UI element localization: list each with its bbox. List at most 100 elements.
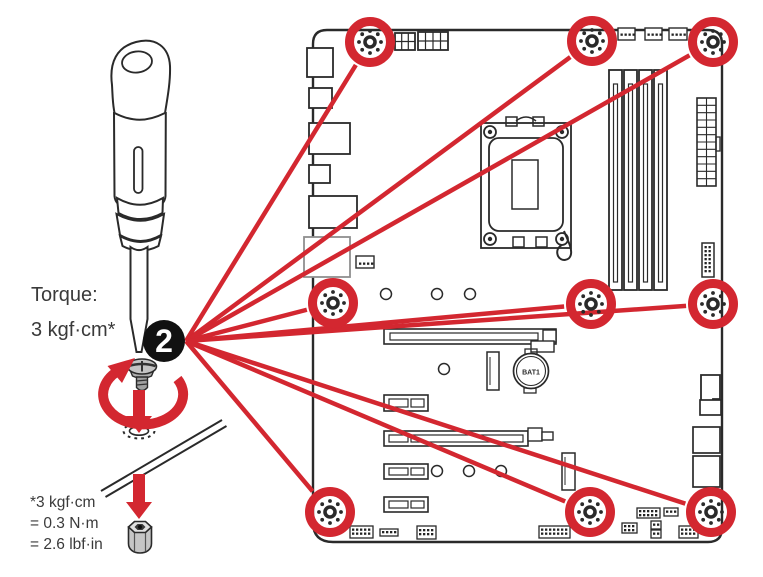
screw-hole-icon — [583, 505, 597, 519]
screw-dot — [335, 517, 340, 522]
pcie-x1-slot-3 — [383, 496, 429, 513]
screw-dot — [716, 502, 721, 507]
footnote-line-1: *3 kgf·cm — [30, 494, 96, 511]
screw-dot — [331, 312, 335, 316]
screw-dot — [360, 47, 365, 52]
screw-hole-icon — [706, 35, 720, 49]
screw-hole-icon — [704, 505, 718, 519]
screw-dot — [588, 521, 592, 525]
screw-dot — [701, 517, 706, 522]
screw-dot — [703, 294, 708, 299]
screw-dot — [342, 301, 346, 305]
screw-dot — [703, 32, 708, 37]
screw-dot — [338, 293, 343, 298]
screw-dot — [718, 47, 723, 52]
screw-dot — [597, 31, 602, 36]
screw-dot — [716, 517, 721, 522]
screw-dot — [582, 46, 587, 51]
torque-label: Torque: — [31, 284, 98, 306]
chassis-rails — [100, 419, 228, 498]
pcie-x1-slot-2 — [383, 463, 429, 480]
screw-dot — [328, 521, 332, 525]
screw-dot — [588, 499, 592, 503]
atx-power-connector — [696, 97, 721, 187]
callout-line-bottom-right — [185, 338, 687, 506]
screw-dot — [722, 302, 726, 306]
screw-dot — [577, 510, 581, 514]
screw-dot — [700, 40, 704, 44]
rear-io-ports — [303, 47, 358, 278]
screw-point-top-center — [567, 16, 617, 66]
screw-ring-icon — [345, 17, 395, 67]
screw-dot — [698, 510, 702, 514]
step-badge: 2 — [143, 320, 185, 362]
screw-dot — [601, 39, 605, 43]
mounting-holes — [379, 287, 508, 478]
standoff — [127, 520, 153, 554]
screw-point-middle-center — [566, 279, 616, 329]
screw-dot — [582, 31, 587, 36]
screw-dot — [368, 51, 372, 55]
m2-screw-slot-lower — [561, 452, 576, 491]
callout-line-top-left — [184, 63, 358, 343]
screw-down-arrow-icon — [126, 390, 152, 433]
screw-dot — [595, 502, 600, 507]
fan-headers — [617, 27, 688, 41]
screw-ring-icon — [688, 279, 738, 329]
cpu-power-connectors — [394, 31, 449, 51]
screwdriver-shaft — [129, 245, 149, 353]
red-annotations — [98, 358, 189, 519]
footnote-line-3: = 2.6 lbf·in — [30, 536, 103, 553]
screw-dot — [595, 517, 600, 522]
screw-dot — [357, 40, 361, 44]
screw-dot — [320, 502, 325, 507]
screw-hole-icon — [706, 297, 720, 311]
screw-ring-icon — [308, 278, 358, 328]
screw-dot — [581, 294, 586, 299]
screw-hole-icon — [323, 505, 337, 519]
screw-point-bottom-left — [305, 487, 355, 537]
screw-dot — [375, 32, 380, 37]
screw-dot — [711, 51, 715, 55]
screw-dot — [375, 47, 380, 52]
screw-dot — [718, 32, 723, 37]
screw-dot — [339, 510, 343, 514]
screw-ring-icon — [565, 487, 615, 537]
screw-ring-icon — [566, 279, 616, 329]
screw-ring-icon — [567, 16, 617, 66]
screw-dot — [360, 32, 365, 37]
screw-dot — [701, 502, 706, 507]
screw-dot — [720, 510, 724, 514]
screw-dot — [722, 40, 726, 44]
pcie-x16-slot — [383, 427, 554, 447]
screw-dot — [379, 40, 383, 44]
callout-line-bottom-left — [184, 339, 315, 493]
screw-dot — [578, 302, 582, 306]
screw-dot — [320, 301, 324, 305]
callout-line-bottom-center — [185, 338, 567, 504]
screw-dot — [700, 302, 704, 306]
battery-label: BAT1 — [522, 370, 540, 377]
m2-slot — [383, 328, 557, 353]
screw-dot — [600, 302, 604, 306]
sata-ports — [692, 399, 722, 488]
screw-point-bottom-right — [686, 487, 736, 537]
screwdriver — [110, 39, 172, 353]
footnote-line-2: = 0.3 N·m — [30, 515, 99, 532]
screw-dot — [323, 293, 328, 298]
screw-dot — [317, 510, 321, 514]
screw-dot — [709, 499, 713, 503]
screw-point-top-left — [345, 17, 395, 67]
screw-dot — [331, 290, 335, 294]
step-number: 2 — [155, 322, 173, 359]
screw-point-bottom-center — [565, 487, 615, 537]
front-panel-headers — [349, 507, 699, 540]
screw-dot — [580, 502, 585, 507]
screw-dot — [711, 29, 715, 33]
motherboard-outline — [311, 28, 724, 544]
screw-hole-icon — [326, 296, 340, 310]
screw-dot — [711, 313, 715, 317]
